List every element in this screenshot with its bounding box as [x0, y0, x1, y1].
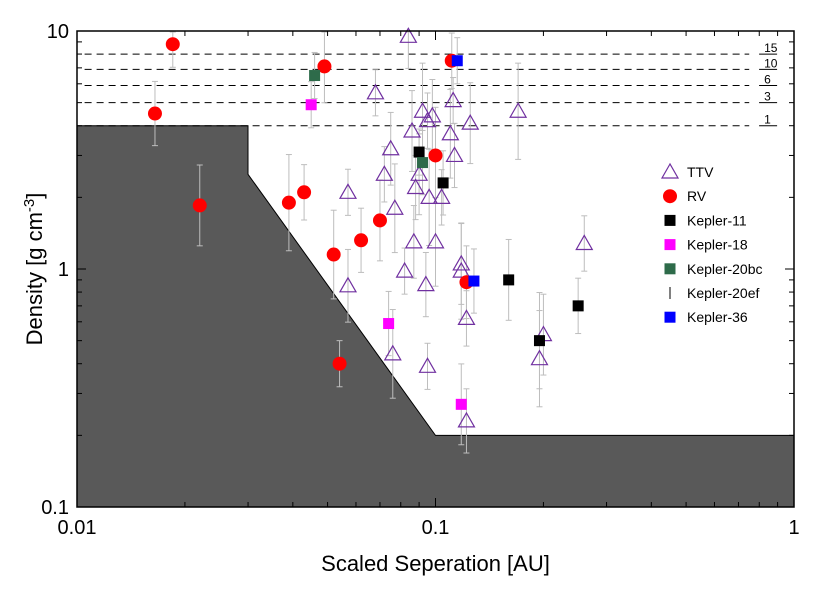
ttv-point: [338, 183, 358, 199]
legend-kepler-20bc-marker: [664, 263, 676, 275]
ttv-point: [385, 199, 404, 215]
rv-point: [326, 247, 341, 262]
reference-line-label: 1: [764, 113, 771, 127]
kepler-11-point: [503, 274, 515, 286]
rv-point: [317, 59, 332, 74]
reference-line-label: 6: [764, 73, 771, 87]
ttv-point: [452, 261, 471, 278]
ttv-point: [404, 232, 423, 249]
kepler-11-point: [413, 146, 425, 158]
kepler-18-point: [383, 318, 395, 330]
rv-point: [147, 106, 162, 121]
ttv-point: [444, 91, 463, 108]
ttv-point: [423, 106, 442, 123]
legend-ttv-marker: [660, 162, 680, 179]
ttv-point: [338, 276, 358, 293]
ttv-point: [509, 102, 528, 118]
rv-point: [165, 37, 180, 52]
rv-point: [332, 356, 347, 371]
ttv-point: [452, 254, 471, 271]
y-tick-label: 0.1: [41, 497, 69, 519]
y-tick-label: 1: [58, 259, 69, 281]
legend-kepler-18-label: Kepler-18: [687, 237, 748, 253]
kepler-18-point: [305, 99, 317, 111]
legend-kepler-18-marker: [664, 239, 676, 251]
x-tick-label: 0.01: [58, 517, 97, 539]
x-axis-title: Scaled Seperation [AU]: [321, 551, 550, 576]
kepler-36-point: [468, 275, 480, 287]
y-tick-label: 10: [47, 21, 69, 43]
ttv-point: [399, 27, 418, 43]
ttv-point: [420, 188, 439, 204]
ttv-point: [381, 139, 400, 156]
y-axis-title-sup: -3: [21, 199, 38, 212]
kepler-11-point: [437, 177, 449, 189]
ttv-point: [457, 411, 476, 428]
ttv-point: [366, 83, 385, 100]
ttv-point: [575, 234, 594, 251]
legend-rv-label: RV: [687, 188, 707, 204]
ttv-point: [418, 111, 437, 128]
legend: TTV RV Kepler-11Kepler-18Kepler-20bcKepler…: [660, 162, 763, 325]
y-axis-title-main: Density [g cm: [22, 212, 47, 345]
data-points-layer: [147, 27, 594, 428]
legend-kepler-36: Kepler-36: [664, 309, 748, 325]
y-axis-title: Density [g cm-3]: [21, 193, 47, 346]
rv-point: [281, 195, 296, 210]
legend-ttv-label: TTV: [687, 164, 714, 180]
rv-point: [354, 233, 369, 248]
legend-kepler-11-label: Kepler-11: [687, 212, 747, 228]
legend-kepler-11-marker: [664, 214, 676, 226]
ttv-point: [383, 344, 402, 361]
rv-point: [428, 148, 443, 163]
legend-kepler-18: Kepler-18: [664, 237, 748, 253]
ttv-point: [406, 178, 425, 195]
ttv-point: [402, 121, 422, 138]
reference-line-label: 10: [764, 56, 778, 70]
ttv-point: [416, 275, 435, 292]
ttv-point: [410, 165, 429, 181]
kepler-20bc-point: [309, 70, 321, 82]
legend-rv-marker: [663, 189, 677, 204]
ttv-point: [457, 309, 476, 326]
legend-kepler-20ef: Kepler-20ef: [669, 285, 759, 301]
y-axis-title-end: ]: [22, 193, 47, 199]
legend-kepler-11: Kepler-11: [664, 212, 747, 228]
kepler-36-point: [451, 55, 463, 67]
ttv-point: [441, 124, 460, 141]
ttv-point: [418, 357, 437, 373]
x-tick-label: 0.1: [422, 517, 450, 539]
kepler-11-point: [572, 300, 584, 312]
kepler-18-point: [455, 398, 467, 410]
legend-kepler-36-label: Kepler-36: [687, 309, 748, 325]
legend-kepler-20bc-label: Kepler-20bc: [687, 261, 763, 277]
ttv-point: [375, 165, 394, 181]
rv-point: [372, 213, 387, 228]
reference-line-label: 15: [764, 41, 778, 55]
legend-ttv: TTV: [660, 162, 714, 180]
ttv-point: [395, 261, 414, 278]
kepler-11-point: [533, 335, 545, 347]
rv-point: [192, 198, 207, 213]
ttv-point: [432, 188, 451, 204]
legend-kepler-36-marker: [664, 311, 676, 323]
rv-point: [297, 185, 312, 200]
ttv-point: [426, 232, 445, 249]
legend-kepler-20ef-label: Kepler-20ef: [687, 285, 759, 301]
reference-line-label: 3: [764, 90, 771, 104]
x-tick-label: 1: [788, 517, 799, 539]
ttv-point: [461, 113, 480, 130]
ttv-point: [530, 349, 549, 366]
ttv-point: [445, 146, 464, 163]
legend-kepler-20bc: Kepler-20bc: [664, 261, 763, 277]
ttv-point: [413, 102, 432, 118]
legend-rv: RV: [663, 188, 707, 204]
kepler-20bc-point: [417, 157, 429, 169]
